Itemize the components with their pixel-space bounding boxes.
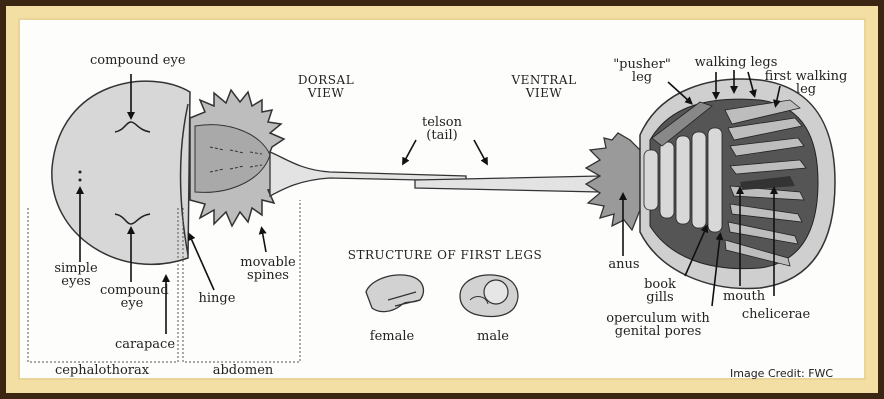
label-chelicerae: chelicerae bbox=[736, 308, 816, 321]
label-abdomen: abdomen bbox=[206, 364, 280, 377]
image-credit: Image Credit: FWC bbox=[730, 367, 833, 380]
label-compound-eye-bottom: compound eye bbox=[100, 284, 164, 310]
label-mouth: mouth bbox=[716, 290, 772, 303]
dorsal-view-illustration bbox=[52, 81, 466, 264]
first-legs-illustration bbox=[366, 275, 518, 317]
label-ventral-view: VENTRAL VIEW bbox=[508, 74, 580, 100]
label-hinge: hinge bbox=[192, 292, 242, 305]
label-simple-eyes: simple eyes bbox=[46, 262, 106, 288]
label-female: female bbox=[362, 330, 422, 343]
label-cephalothorax: cephalothorax bbox=[44, 364, 160, 377]
label-walking-legs: walking legs bbox=[688, 56, 784, 69]
label-male: male bbox=[468, 330, 518, 343]
label-movable-spines: movable spines bbox=[236, 256, 300, 282]
label-pusher-leg: "pusher" leg bbox=[606, 58, 678, 84]
label-dorsal-view: DORSAL VIEW bbox=[290, 74, 362, 100]
label-anus: anus bbox=[604, 258, 644, 271]
label-compound-eye-top: compound eye bbox=[90, 54, 174, 67]
label-book-gills: book gills bbox=[640, 278, 680, 304]
label-carapace: carapace bbox=[108, 338, 182, 351]
label-operculum: operculum with genital pores bbox=[596, 312, 720, 338]
structure-of-first-legs-title: STRUCTURE OF FIRST LEGS bbox=[340, 249, 550, 262]
label-first-walking-leg: first walking leg bbox=[758, 70, 854, 96]
label-telson: telson (tail) bbox=[412, 116, 472, 142]
